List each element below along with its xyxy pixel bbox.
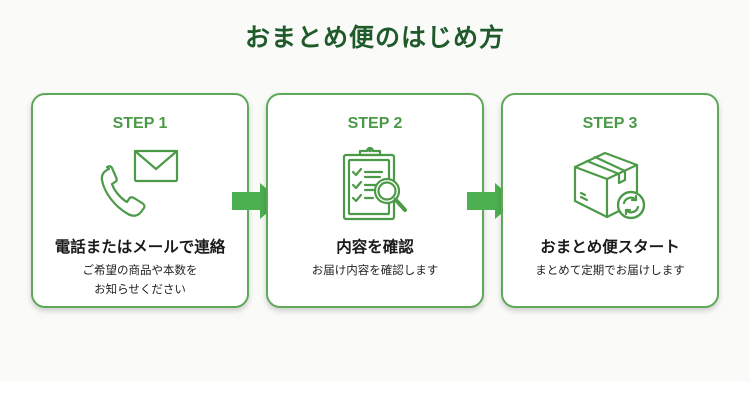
step-description-line: まとめて定期でお届けします — [535, 263, 685, 277]
step-heading: 内容を確認 — [336, 238, 414, 256]
step-card-1: STEP 1 電話またはメールで連絡 ご希望の商品や本数を お知らせください — [31, 93, 249, 308]
step-heading: おまとめ便スタート — [540, 238, 680, 256]
step-label: STEP 1 — [112, 115, 168, 132]
step-description: ご希望の商品や本数を お知らせください — [33, 261, 247, 299]
clipboard-search-icon — [330, 145, 420, 223]
step-description: まとめて定期でお届けします — [503, 261, 717, 280]
step-description-line: ご希望の商品や本数を — [82, 263, 198, 277]
page-title: おまとめ便のはじめ方 — [244, 23, 505, 52]
step-description: お届け内容を確認します — [268, 261, 482, 280]
step-card-2: STEP 2 内容を確認 お届け内容を確認します — [266, 93, 484, 308]
step-heading: 電話またはメールで連絡 — [54, 238, 226, 256]
step-description-line: お届け内容を確認します — [311, 263, 439, 277]
phone-mail-icon — [95, 145, 185, 223]
step-label: STEP 2 — [347, 115, 403, 132]
box-refresh-icon — [565, 145, 655, 223]
step-label: STEP 3 — [582, 115, 638, 132]
step-description-line: お知らせください — [94, 282, 186, 296]
step-card-3: STEP 3 おまとめ便スタート まとめて定期でお届けします — [501, 93, 719, 308]
